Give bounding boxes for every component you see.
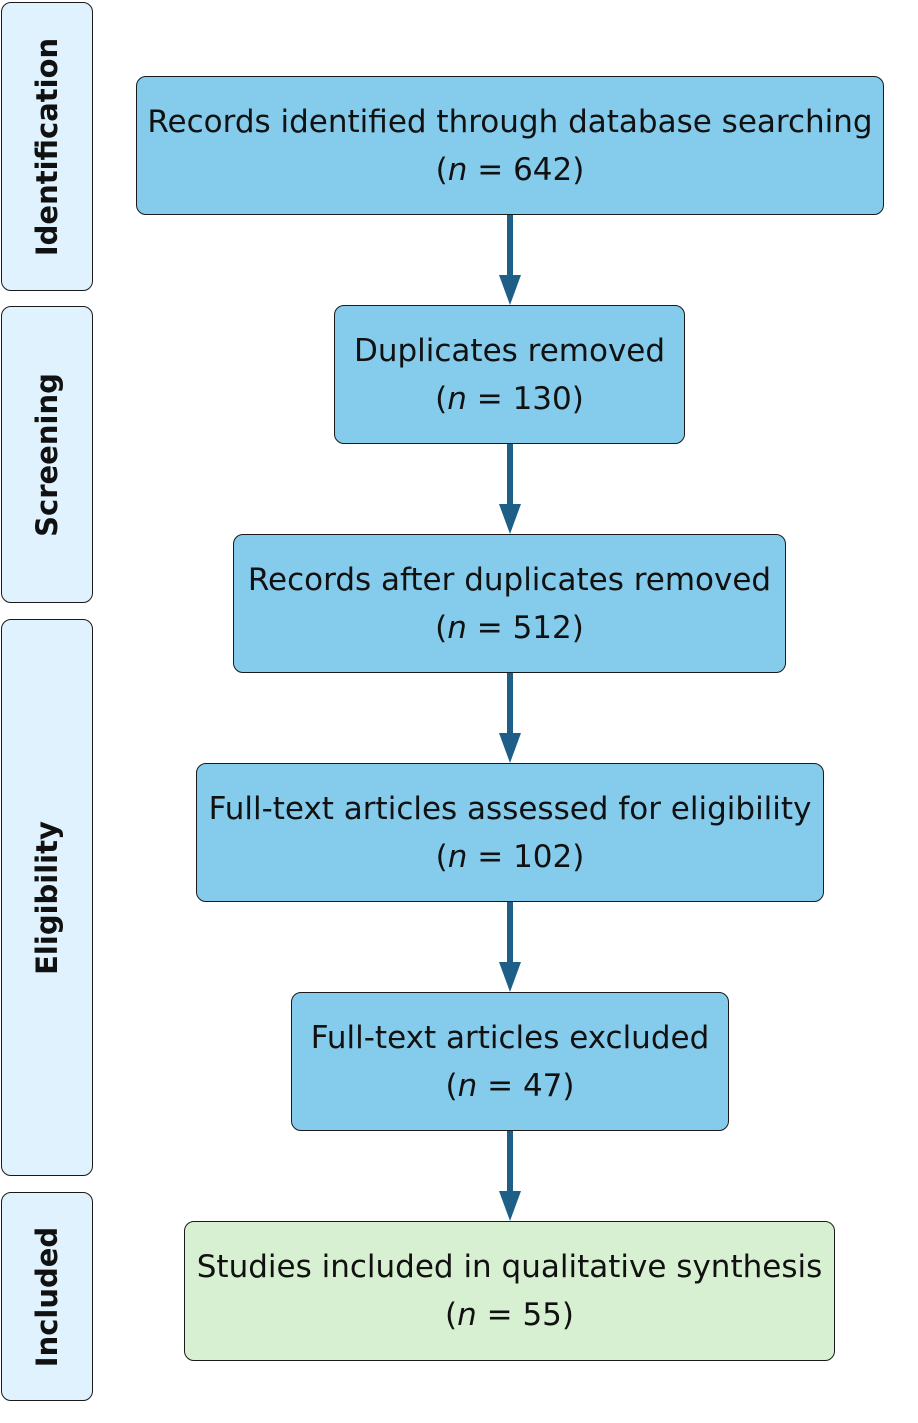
n-symbol: n [457,1297,477,1333]
stage-panel-screening: Screening [1,306,93,603]
count-value: 642 [513,151,573,188]
n-symbol: n [447,609,467,646]
flow-box-studies-included: Studies included in qualitative synthesi… [184,1221,835,1361]
box-count: (n = 130) [435,380,584,417]
n-symbol: n [447,838,468,875]
n-symbol: n [447,380,467,417]
flow-box-records-after-duplicates: Records after duplicates removed (n = 51… [233,534,786,673]
flow-arrow-2 [499,444,521,534]
flow-arrow-5 [499,1131,521,1221]
flow-box-duplicates-removed: Duplicates removed (n = 130) [334,305,685,444]
box-text: Records identified through database sear… [147,103,873,140]
count-value: 47 [522,1067,563,1104]
flow-box-records-identified: Records identified through database sear… [136,76,884,215]
n-symbol: n [457,1067,478,1104]
flow-box-full-text-excluded: Full-text articles excluded (n = 47) [291,992,729,1131]
flow-arrow-1 [499,215,521,305]
box-text: Studies included in qualitative synthesi… [196,1249,823,1285]
stage-label-screening: Screening [30,372,64,537]
flow-box-full-text-assessed: Full-text articles assessed for eligibil… [196,763,824,902]
stage-label-identification: Identification [30,37,64,256]
stage-label-eligibility: Eligibility [30,820,64,975]
flow-arrow-4 [499,902,521,992]
box-text: Records after duplicates removed [247,561,772,598]
count-value: 512 [512,609,572,646]
stage-panel-included: Included [1,1192,93,1401]
box-count: (n = 47) [445,1067,575,1104]
box-count: (n = 642) [435,151,585,188]
stage-panel-identification: Identification [1,2,93,291]
box-text: Full-text articles assessed for eligibil… [208,790,812,827]
box-count: (n = 55) [444,1297,574,1333]
stage-panel-eligibility: Eligibility [1,619,93,1176]
count-value: 130 [512,380,572,417]
box-text: Duplicates removed [353,332,666,369]
flow-arrow-3 [499,673,521,763]
n-symbol: n [447,151,468,188]
stage-label-included: Included [30,1226,64,1367]
count-value: 55 [522,1297,562,1333]
box-count: (n = 102) [435,838,585,875]
count-value: 102 [513,838,573,875]
box-count: (n = 512) [435,609,584,646]
box-text: Full-text articles excluded [310,1019,710,1056]
